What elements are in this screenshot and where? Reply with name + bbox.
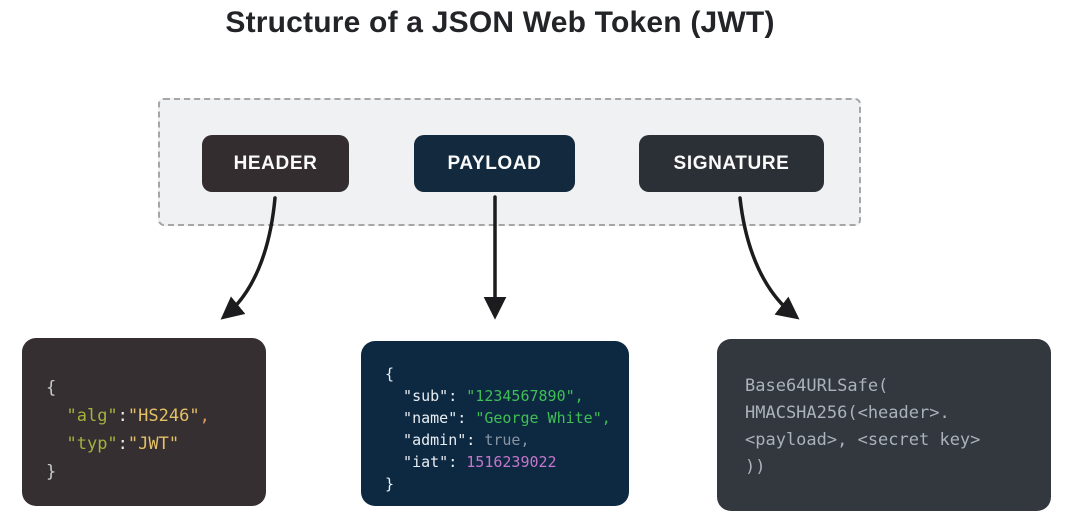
payload-pill: PAYLOAD — [414, 135, 575, 192]
code-token: : — [117, 406, 128, 426]
signature-code-panel: Base64URLSafe( HMACSHA256(<header>. <paylo… — [717, 339, 1051, 511]
code-token: true, — [484, 431, 530, 449]
code-token: "typ" — [66, 434, 118, 454]
code-line: <payload>, <secret key> — [745, 427, 1051, 454]
code-token: } — [46, 462, 57, 482]
code-line: )) — [745, 454, 1051, 481]
code-line: "name": "George White", — [385, 407, 629, 429]
signature-pill: SIGNATURE — [639, 135, 824, 192]
payload-code-panel: { "sub": "1234567890", "name": "George W… — [361, 341, 629, 506]
code-token: "iat": — [385, 453, 467, 471]
code-token: { — [385, 365, 395, 383]
code-token: "George White", — [475, 409, 611, 427]
code-line: Base64URLSafe( — [745, 373, 1051, 400]
code-token — [46, 406, 66, 426]
code-line: "alg":"HS246", — [46, 402, 266, 430]
code-token: 1516239022 — [466, 453, 557, 471]
code-line: "iat": 1516239022 — [385, 451, 629, 473]
code-token: "JWT" — [127, 434, 180, 454]
code-token: "alg" — [66, 406, 118, 426]
code-token: )) — [745, 457, 766, 477]
code-line: } — [385, 473, 629, 495]
code-token: HMACSHA256(<header>. — [745, 403, 950, 423]
header-pill: HEADER — [202, 135, 349, 192]
code-token: } — [385, 475, 395, 493]
code-token: <payload>, <secret key> — [745, 430, 981, 450]
code-token: "name": — [385, 409, 476, 427]
payload-pill-label: PAYLOAD — [447, 152, 542, 174]
code-token: : — [117, 434, 128, 454]
code-token: "HS246" — [127, 406, 200, 426]
code-line: { — [46, 374, 266, 402]
code-line: "typ":"JWT" — [46, 430, 266, 458]
code-line: "admin": true, — [385, 429, 629, 451]
code-token: "1234567890", — [466, 387, 584, 405]
code-line: { — [385, 363, 629, 385]
code-line: } — [46, 458, 266, 486]
header-code-panel: { "alg":"HS246", "typ":"JWT"} — [22, 338, 266, 506]
code-token: "admin": — [385, 431, 485, 449]
code-token: Base64URLSafe( — [745, 376, 889, 396]
code-token: "sub": — [385, 387, 467, 405]
code-line: HMACSHA256(<header>. — [745, 400, 1051, 427]
header-pill-label: HEADER — [233, 152, 318, 174]
signature-pill-label: SIGNATURE — [673, 152, 790, 174]
code-token: { — [46, 378, 57, 398]
diagram-title: Structure of a JSON Web Token (JWT) — [225, 6, 775, 39]
code-token — [46, 434, 66, 454]
code-token: , — [199, 406, 210, 426]
code-line: "sub": "1234567890", — [385, 385, 629, 407]
